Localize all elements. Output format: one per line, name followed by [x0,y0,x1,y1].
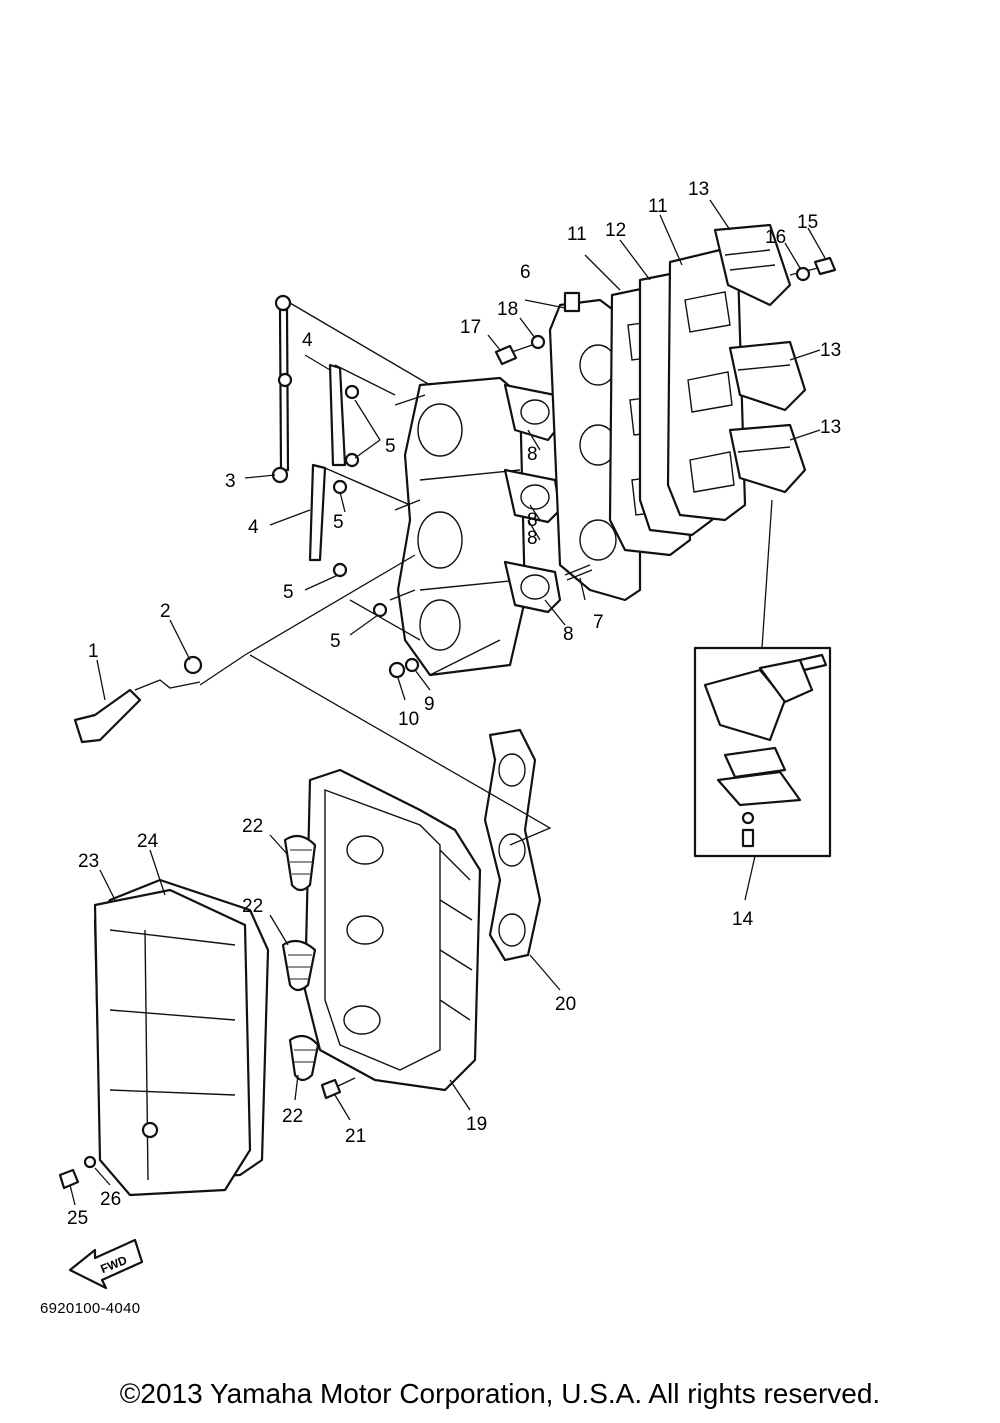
callout-25: 25 [67,1208,88,1229]
callout-10: 10 [398,709,419,730]
sensor-assembly [73,655,420,744]
callout-8-d: 8 [563,624,574,645]
callout-3: 3 [225,471,236,492]
callout-18: 18 [497,299,518,320]
gasket-8-set [503,383,562,614]
callout-23: 23 [78,851,99,872]
callout-8-a: 8 [527,444,538,465]
callout-5-d: 5 [330,631,341,652]
reed-valve-13-set [713,223,807,494]
callout-9: 9 [424,694,435,715]
exhaust-cover-19 [303,768,482,1092]
gasket-20 [483,728,542,962]
callout-labels: 1 2 3 4 4 5 5 5 5 6 7 8 8 8 8 9 10 11 11… [67,179,841,1229]
callout-12: 12 [605,220,626,241]
callout-5-b: 5 [333,512,344,533]
outer-cover-23 [93,878,270,1197]
callout-1: 1 [88,641,99,662]
diagram-code: 6920100-4040 [40,1300,141,1317]
callout-21: 21 [345,1126,366,1147]
callout-22-a: 22 [242,816,263,837]
callout-17: 17 [460,317,481,338]
callout-24: 24 [137,831,159,852]
fwd-arrow: FWD [68,1238,144,1290]
callout-11-a: 11 [567,224,587,245]
callout-2: 2 [160,601,171,622]
callout-5-c: 5 [283,582,294,603]
callout-14: 14 [732,909,754,930]
callout-4-upper: 4 [302,330,313,351]
fasteners [494,256,837,581]
grommet-22-set [281,834,320,1082]
gasket-11-12-set [608,248,747,557]
callout-13-c: 13 [820,417,841,438]
callout-22-b: 22 [242,896,263,917]
reed-valve-detail [693,646,832,858]
callout-11-b: 11 [648,196,668,217]
callout-22-c: 22 [282,1106,303,1127]
callout-7: 7 [593,612,604,633]
callout-5-a: 5 [385,436,396,457]
leader-lines [69,199,826,1206]
callout-8-b: 8 [527,510,538,531]
callout-8-c: 8 [527,528,538,549]
callout-19: 19 [466,1114,487,1135]
callout-4-lower: 4 [248,517,259,538]
callout-16: 16 [765,227,786,248]
callout-20: 20 [555,994,576,1015]
callout-15: 15 [797,212,818,233]
bolts-21-25-26 [58,1077,356,1190]
callout-26: 26 [100,1189,121,1210]
callout-13-a: 13 [688,179,709,200]
linkage-and-hoses [271,294,431,618]
copyright-notice: ©2013 Yamaha Motor Corporation, U.S.A. A… [119,1378,881,1409]
cylinder-block [389,376,527,677]
callout-6: 6 [520,262,531,283]
callout-13-b: 13 [820,340,841,361]
